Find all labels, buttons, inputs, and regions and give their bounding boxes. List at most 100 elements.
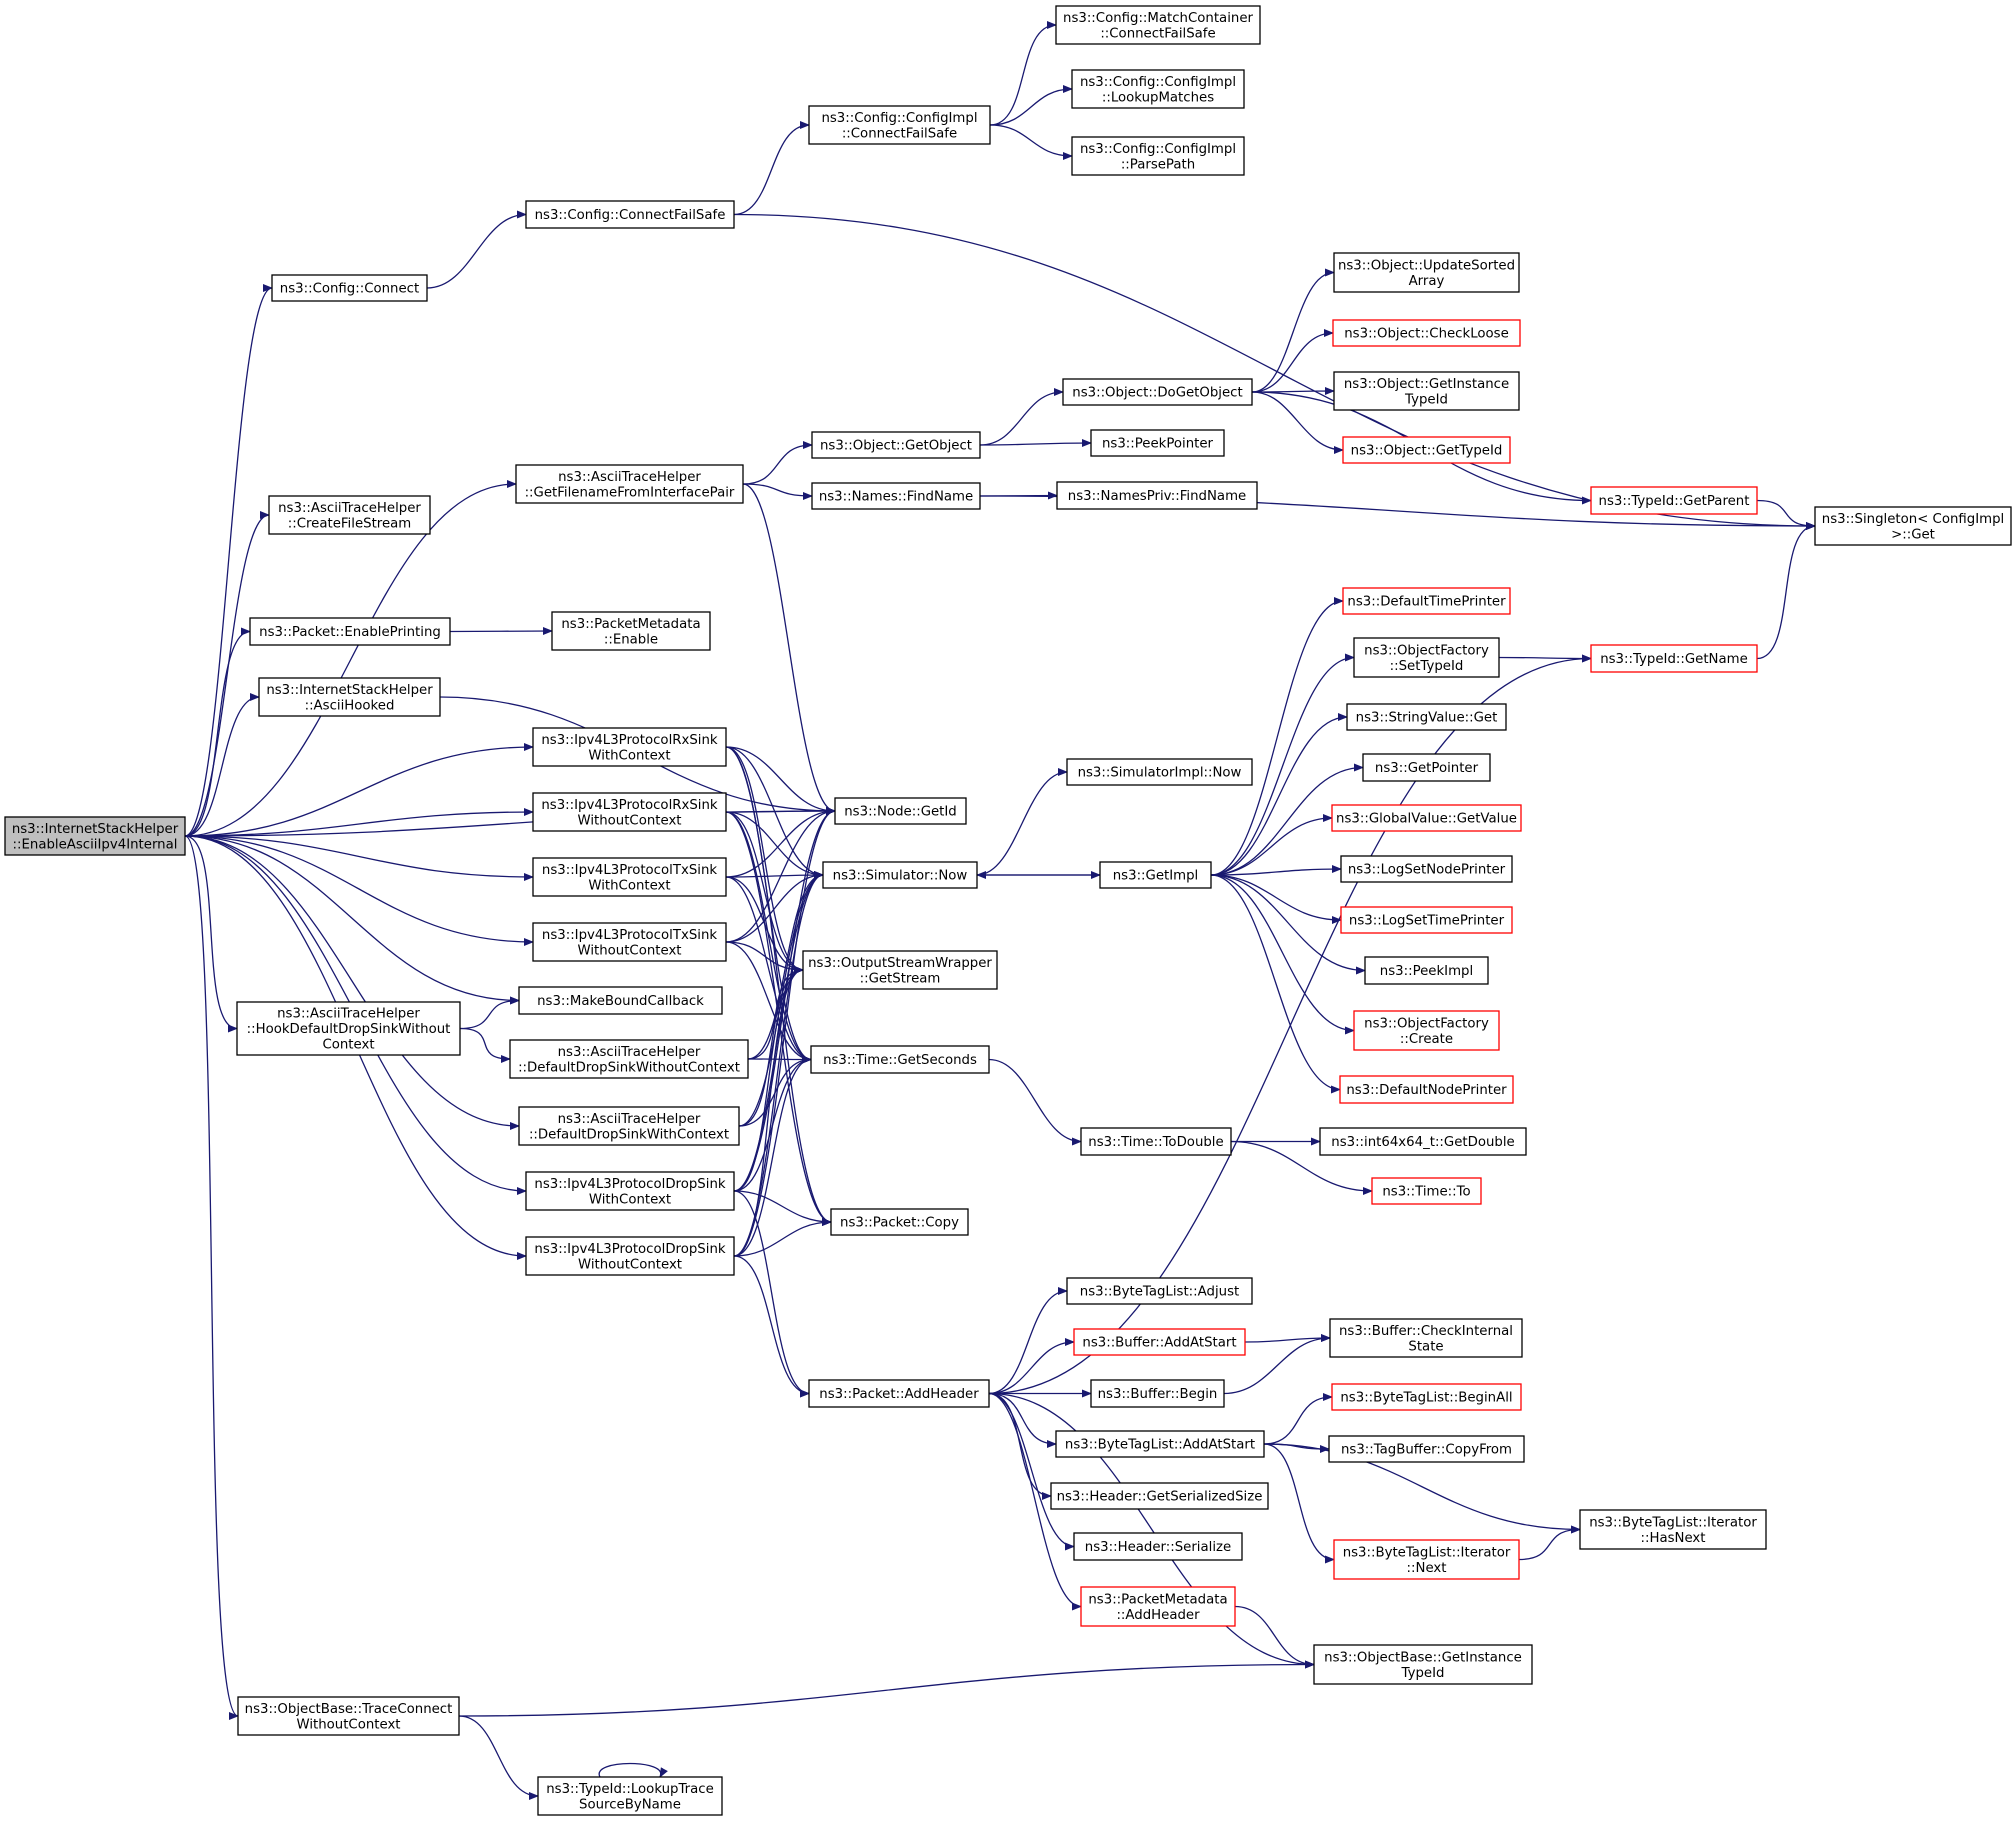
edge-byteTagListAddAtStart-to-byteTagListIteratorHasNext	[1263, 1443, 1581, 1534]
node-box	[1090, 429, 1225, 457]
node-objectFactorySetTypeId[interactable]: ns3::ObjectFactory::SetTypeId	[1353, 637, 1500, 678]
node-asciiHooked[interactable]: ns3::InternetStackHelper::AsciiHooked	[258, 677, 441, 717]
node-box	[811, 431, 981, 459]
node-box	[525, 200, 735, 229]
edge-txSinkWithContext-to-outputStreamWrapperGetStream	[725, 876, 804, 974]
node-label: ns3::ByteTagList::AddAtStart	[1065, 1438, 1255, 1453]
node-objectGetObject[interactable]: ns3::Object::GetObject	[811, 431, 981, 459]
node-hookDefaultDropSinkWithoutContext[interactable]: ns3::AsciiTraceHelper::HookDefaultDropSi…	[236, 1001, 461, 1056]
node-stringValueGet[interactable]: ns3::StringValue::Get	[1346, 703, 1507, 731]
node-packetMetadataEnable[interactable]: ns3::PacketMetadata::Enable	[551, 611, 711, 651]
node-objectDoGetObject[interactable]: ns3::Object::DoGetObject	[1062, 378, 1253, 406]
node-nodeGetId[interactable]: ns3::Node::GetId	[834, 797, 967, 825]
node-matchContainerConnectFailSafe[interactable]: ns3::Config::MatchContainer::ConnectFail…	[1055, 5, 1261, 45]
node-box	[1319, 1127, 1527, 1156]
node-label: ::GetFilenameFromInterfacePair	[525, 485, 735, 500]
node-box	[1050, 1482, 1269, 1510]
node-root[interactable]: ns3::InternetStackHelper::EnableAsciiIpv…	[4, 816, 186, 856]
node-byteTagListAddAtStart[interactable]: ns3::ByteTagList::AddAtStart	[1055, 1430, 1265, 1458]
node-simulatorNow[interactable]: ns3::Simulator::Now	[822, 861, 978, 889]
node-simulatorImplNow[interactable]: ns3::SimulatorImpl::Now	[1066, 758, 1253, 786]
node-int64x64GetDouble[interactable]: ns3::int64x64_t::GetDouble	[1319, 1127, 1527, 1156]
node-bufferAddAtStart[interactable]: ns3::Buffer::AddAtStart	[1073, 1328, 1246, 1356]
node-label: ns3::Header::Serialize	[1085, 1540, 1231, 1555]
node-box	[1313, 1644, 1533, 1685]
node-typeIdGetName[interactable]: ns3::TypeId::GetName	[1590, 644, 1758, 673]
node-timeToDouble[interactable]: ns3::Time::ToDouble	[1080, 1127, 1232, 1156]
node-peekImpl[interactable]: ns3::PeekImpl	[1364, 956, 1489, 985]
node-label: ::LookupMatches	[1102, 90, 1214, 105]
node-box	[1362, 753, 1491, 782]
node-namesPrivFindName[interactable]: ns3::NamesPriv::FindName	[1056, 481, 1258, 510]
edge-txSinkWithoutContext-to-timeGetSeconds	[725, 941, 812, 1064]
node-headerSerialize[interactable]: ns3::Header::Serialize	[1073, 1532, 1243, 1561]
node-logSetNodePrinter[interactable]: ns3::LogSetNodePrinter	[1340, 855, 1513, 883]
node-defaultDropSinkWithContext[interactable]: ns3::AsciiTraceHelper::DefaultDropSinkWi…	[518, 1106, 740, 1146]
node-timeGetSeconds[interactable]: ns3::Time::GetSeconds	[810, 1045, 990, 1074]
node-cfgConnectFailSafe[interactable]: ns3::Config::ConnectFailSafe	[525, 200, 735, 229]
edge-root-to-rxSinkWithContext	[184, 743, 534, 837]
edge-txSinkWithContext-to-timeGetSeconds	[725, 876, 812, 1064]
node-namesFindName[interactable]: ns3::Names::FindName	[811, 482, 981, 510]
node-getFilenameFromInterfacePair[interactable]: ns3::AsciiTraceHelper::GetFilenameFromIn…	[515, 464, 744, 504]
node-label: ns3::Singleton< ConfigImpl	[1822, 512, 2004, 527]
node-globalValueGetValue[interactable]: ns3::GlobalValue::GetValue	[1331, 804, 1522, 832]
node-createFileStream[interactable]: ns3::AsciiTraceHelper::CreateFileStream	[268, 495, 431, 535]
node-objectCheckLoose[interactable]: ns3::Object::CheckLoose	[1332, 319, 1521, 347]
node-label: ns3::Config::ConnectFailSafe	[535, 208, 726, 223]
node-timeTo[interactable]: ns3::Time::To	[1371, 1177, 1482, 1205]
node-objectGetTypeId[interactable]: ns3::Object::GetTypeId	[1342, 436, 1511, 464]
edge-getImpl-to-objectFactorySetTypeId	[1210, 653, 1355, 876]
node-cfgImplLookupMatches[interactable]: ns3::Config::ConfigImpl::LookupMatches	[1071, 69, 1245, 109]
node-objectFactoryCreate[interactable]: ns3::ObjectFactory::Create	[1353, 1010, 1500, 1051]
node-defaultDropSinkWithoutContext[interactable]: ns3::AsciiTraceHelper::DefaultDropSinkWi…	[509, 1039, 749, 1079]
node-byteTagListBeginAll[interactable]: ns3::ByteTagList::BeginAll	[1331, 1383, 1522, 1411]
node-cfgConnect[interactable]: ns3::Config::Connect	[271, 274, 428, 302]
edge-getImpl-to-defaultTimePrinter	[1210, 597, 1344, 876]
node-packetEnablePrinting[interactable]: ns3::Packet::EnablePrinting	[249, 617, 451, 646]
node-box	[525, 1236, 735, 1276]
node-defaultTimePrinter[interactable]: ns3::DefaultTimePrinter	[1342, 587, 1511, 615]
node-byteTagListIteratorNext[interactable]: ns3::ByteTagList::Iterator::Next	[1333, 1539, 1520, 1580]
node-packetCopy[interactable]: ns3::Packet::Copy	[830, 1208, 969, 1236]
node-bufferBegin[interactable]: ns3::Buffer::Begin	[1090, 1379, 1225, 1408]
node-getPointer[interactable]: ns3::GetPointer	[1362, 753, 1491, 782]
node-byteTagListIteratorHasNext[interactable]: ns3::ByteTagList::Iterator::HasNext	[1579, 1509, 1767, 1550]
node-peekPointer[interactable]: ns3::PeekPointer	[1090, 429, 1225, 457]
edge-typeIdGetName-to-singletonGet	[1756, 522, 1816, 660]
node-singletonGet[interactable]: ns3::Singleton< ConfigImpl>::Get	[1814, 506, 2012, 546]
node-box	[1080, 1586, 1236, 1627]
node-typeIdGetParent[interactable]: ns3::TypeId::GetParent	[1590, 486, 1758, 515]
node-box	[258, 677, 441, 717]
node-defaultNodePrinter[interactable]: ns3::DefaultNodePrinter	[1339, 1075, 1514, 1104]
node-byteTagListAdjust[interactable]: ns3::ByteTagList::Adjust	[1066, 1277, 1253, 1305]
node-box	[4, 816, 186, 856]
edge-cfgImplConnectFailSafe-to-cfgImplParsePath	[989, 124, 1073, 160]
node-label: ns3::Time::GetSeconds	[823, 1053, 977, 1068]
edge-byteTagListAddAtStart-to-byteTagListBeginAll	[1263, 1393, 1333, 1445]
node-tagBufferCopyFrom[interactable]: ns3::TagBuffer::CopyFrom	[1328, 1435, 1525, 1463]
node-getImpl[interactable]: ns3::GetImpl	[1099, 861, 1212, 889]
node-logSetTimePrinter[interactable]: ns3::LogSetTimePrinter	[1340, 906, 1513, 934]
node-dropSinkWithoutContext[interactable]: ns3::Ipv4L3ProtocolDropSinkWithoutContex…	[525, 1236, 735, 1276]
node-box	[249, 617, 451, 646]
node-packetAddHeader[interactable]: ns3::Packet::AddHeader	[808, 1379, 990, 1408]
node-packetMetadataAddHeader[interactable]: ns3::PacketMetadata::AddHeader	[1080, 1586, 1236, 1627]
node-outputStreamWrapperGetStream[interactable]: ns3::OutputStreamWrapper::GetStream	[802, 950, 998, 990]
node-cfgImplParsePath[interactable]: ns3::Config::ConfigImpl::ParsePath	[1071, 136, 1245, 176]
node-makeBoundCallback[interactable]: ns3::MakeBoundCallback	[518, 986, 723, 1015]
node-traceConnectWithoutContext[interactable]: ns3::ObjectBase::TraceConnectWithoutCont…	[237, 1696, 460, 1736]
node-headerGetSerializedSize[interactable]: ns3::Header::GetSerializedSize	[1050, 1482, 1269, 1510]
node-cfgImplConnectFailSafe[interactable]: ns3::Config::ConfigImpl::ConnectFailSafe	[808, 105, 991, 145]
node-label: ns3::NamesPriv::FindName	[1068, 489, 1246, 504]
